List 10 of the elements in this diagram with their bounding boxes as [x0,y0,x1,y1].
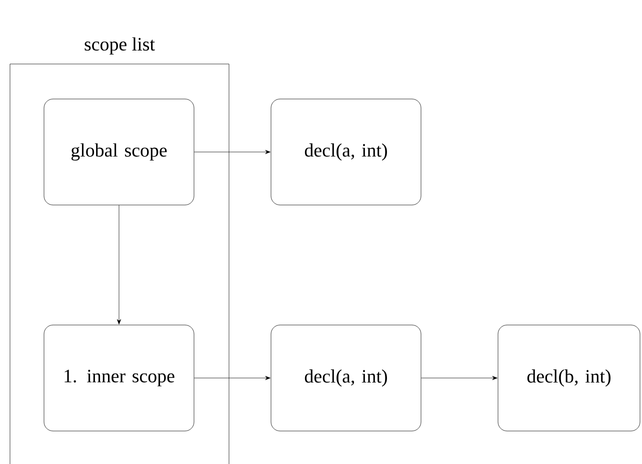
arrow [194,150,270,154]
arrow [421,376,498,380]
container-heading: scope list [84,37,155,54]
rounded-box: 1. inner scope [44,324,194,432]
arrow [194,376,270,380]
rounded-box: decl(b, int) [498,324,640,432]
rounded-box: decl(a, int) [270,324,422,432]
rounded-box: global scope [44,98,194,206]
arrow [117,205,121,324]
rounded-box: decl(a, int) [270,98,422,206]
